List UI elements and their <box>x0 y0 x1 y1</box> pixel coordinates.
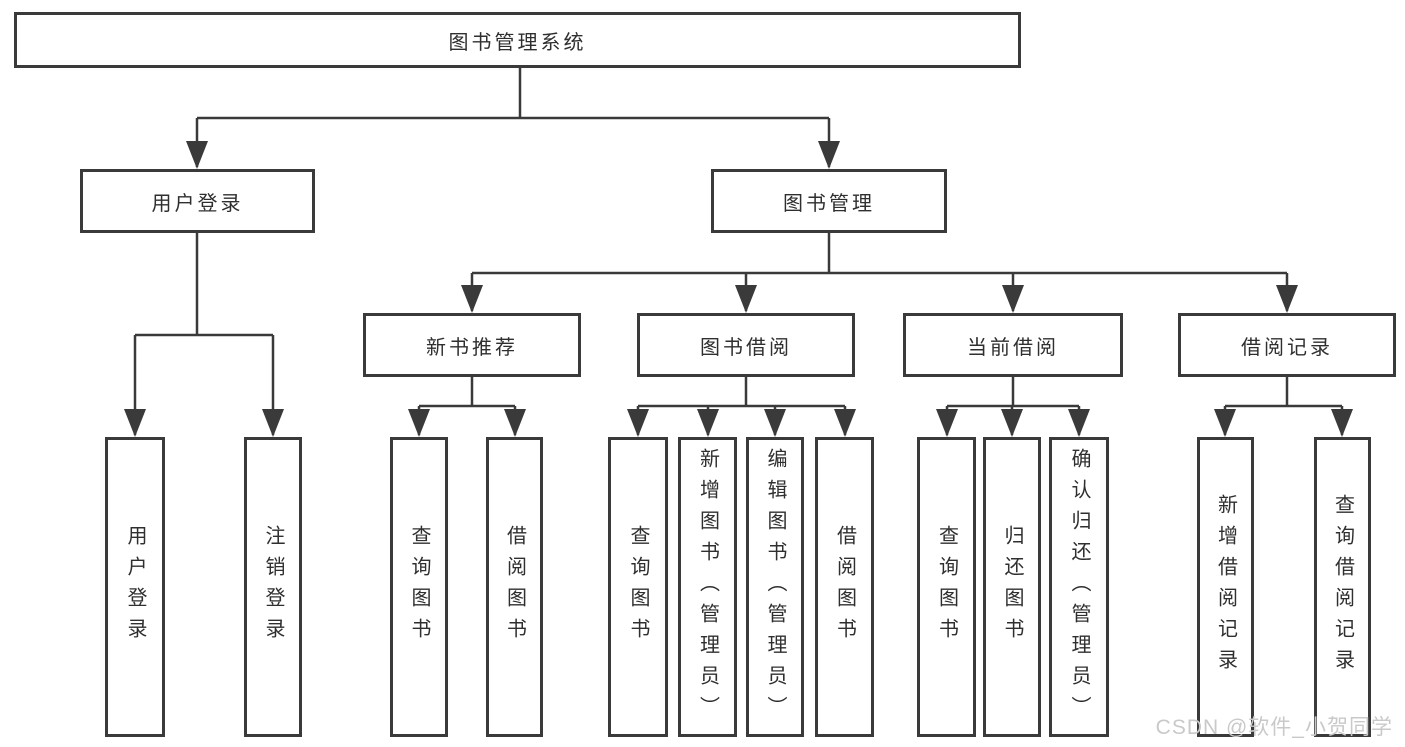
leaf-newbook-query-books: 查询图书 <box>390 437 448 737</box>
leaf-record-add-label: 新增借阅记录 <box>1214 494 1237 680</box>
node-user-login-label: 用户登录 <box>151 192 244 215</box>
leaf-current-query-books-label: 查询图书 <box>935 525 958 649</box>
csdn-watermark: CSDN @软件_小贺同学 <box>1155 716 1393 739</box>
leaf-current-query-books: 查询图书 <box>917 437 976 737</box>
node-new-book-recommend: 新书推荐 <box>363 313 581 377</box>
node-book-management-label: 图书管理 <box>783 192 875 215</box>
node-book-borrow-label: 图书借阅 <box>700 336 792 359</box>
leaf-current-confirm-return-admin-label: 确认归还（管理员） <box>1068 447 1090 727</box>
node-current-borrow-label: 当前借阅 <box>967 336 1059 359</box>
leaf-borrow-borrow-books-label: 借阅图书 <box>833 525 856 649</box>
leaf-logout: 注销登录 <box>244 437 302 737</box>
leaf-record-query: 查询借阅记录 <box>1314 437 1371 737</box>
node-root-label: 图书管理系统 <box>448 31 587 54</box>
leaf-user-login: 用户登录 <box>105 437 165 737</box>
leaf-borrow-query-books-label: 查询图书 <box>627 525 649 649</box>
leaf-borrow-add-books-admin: 新增图书（管理员） <box>678 437 737 737</box>
leaf-newbook-borrow-books-label: 借阅图书 <box>503 525 526 649</box>
node-book-borrow: 图书借阅 <box>637 313 855 377</box>
node-root: 图书管理系统 <box>14 12 1021 68</box>
leaf-newbook-borrow-books: 借阅图书 <box>486 437 543 737</box>
leaf-borrow-add-books-admin-label: 新增图书（管理员） <box>696 447 719 727</box>
leaf-logout-label: 注销登录 <box>262 525 284 649</box>
leaf-user-login-label: 用户登录 <box>124 525 146 649</box>
node-borrow-records-label: 借阅记录 <box>1241 336 1333 359</box>
node-book-management: 图书管理 <box>711 169 947 233</box>
leaf-newbook-query-books-label: 查询图书 <box>408 525 430 649</box>
node-user-login: 用户登录 <box>80 169 315 233</box>
leaf-current-return-books: 归还图书 <box>983 437 1041 737</box>
leaf-record-query-label: 查询借阅记录 <box>1331 494 1354 680</box>
node-current-borrow: 当前借阅 <box>903 313 1123 377</box>
leaf-borrow-query-books: 查询图书 <box>608 437 668 737</box>
leaf-borrow-borrow-books: 借阅图书 <box>815 437 874 737</box>
leaf-current-confirm-return-admin: 确认归还（管理员） <box>1049 437 1109 737</box>
leaf-borrow-edit-books-admin: 编辑图书（管理员） <box>746 437 804 737</box>
leaf-borrow-edit-books-admin-label: 编辑图书（管理员） <box>764 447 786 727</box>
node-new-book-recommend-label: 新书推荐 <box>426 336 518 359</box>
node-borrow-records: 借阅记录 <box>1178 313 1396 377</box>
leaf-current-return-books-label: 归还图书 <box>1001 525 1023 649</box>
leaf-record-add: 新增借阅记录 <box>1197 437 1254 737</box>
